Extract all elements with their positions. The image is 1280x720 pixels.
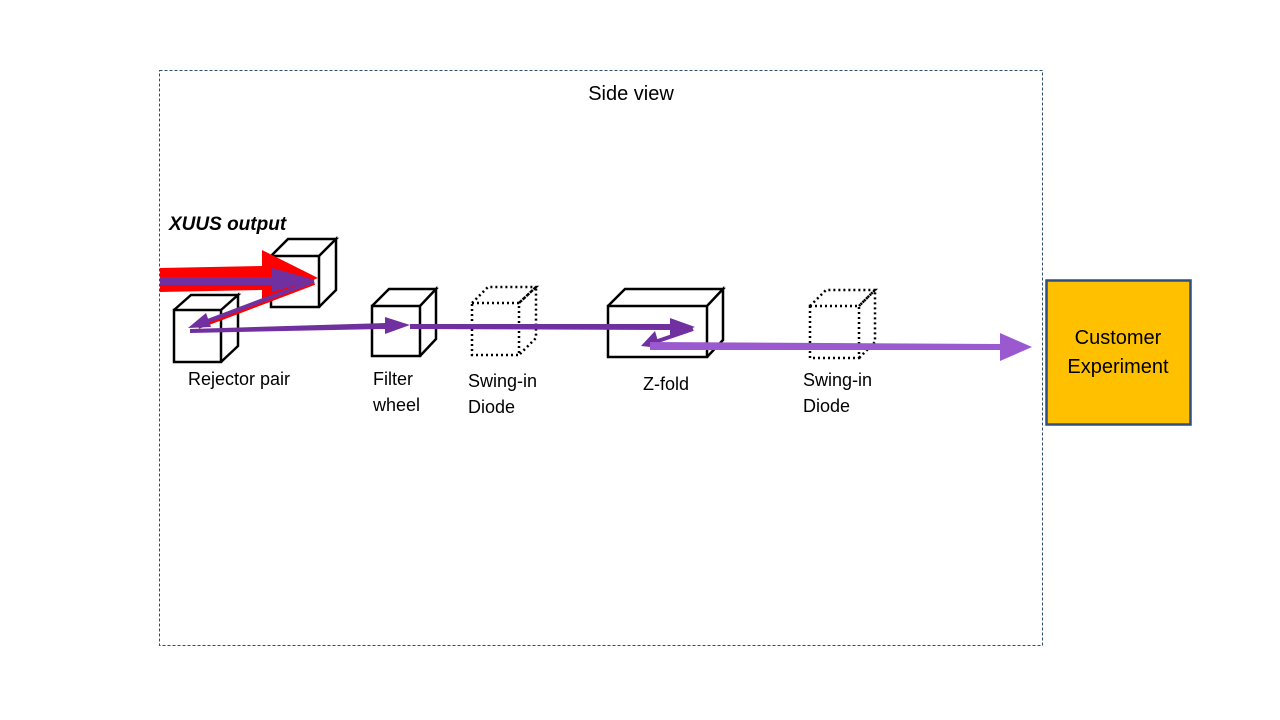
filter-wheel-label-line2: wheel [372, 395, 420, 415]
diagram-title: Side view [588, 83, 674, 105]
z-fold-label: Z-fold [643, 374, 689, 394]
rejector-diagonal-arrowhead [188, 313, 211, 328]
swing-in-diode-1-cube [470, 284, 540, 357]
side-view-frame [159, 70, 1043, 646]
rejector-diagonal-beam [204, 279, 315, 324]
z-fold-diagonal-beam [651, 327, 694, 345]
swing-in-diode-1-label-line2: Diode [468, 397, 515, 417]
filter-wheel-label-line1: Filter [373, 369, 413, 389]
purple-input-beam [160, 268, 315, 292]
output-beam [650, 333, 1032, 361]
beam-to-filter-wheel [190, 317, 410, 334]
swing-in-diode-2-label-line1: Swing-in [803, 370, 872, 390]
rejector-pair-label: Rejector pair [188, 369, 290, 389]
beam-to-z-fold [410, 318, 695, 336]
swing-in-diode-2-label-line2: Diode [803, 396, 850, 416]
swing-in-diode-1-label-line1: Swing-in [468, 371, 537, 391]
customer-experiment-box [1045, 279, 1192, 426]
customer-label-line2: Experiment [1067, 356, 1169, 378]
source-label: XUUS output [168, 214, 287, 235]
filter-wheel-cube [370, 285, 439, 358]
customer-label-line1: Customer [1075, 327, 1162, 349]
